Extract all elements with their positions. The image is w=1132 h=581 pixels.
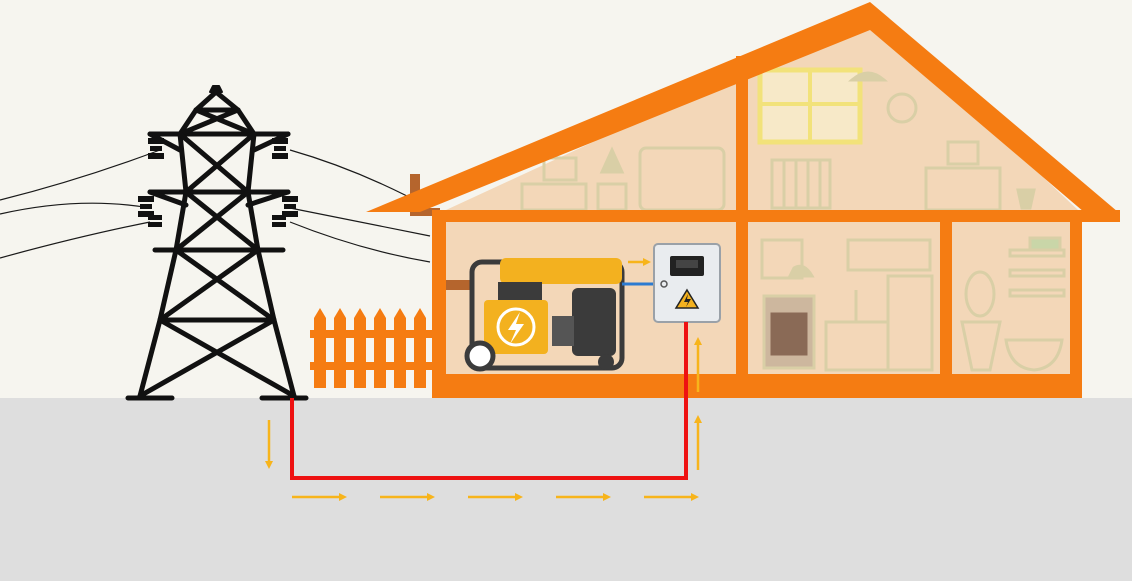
house-frame [366, 2, 1120, 398]
underground-cable [290, 322, 688, 480]
house [366, 2, 1120, 398]
overhead-power-lines [0, 149, 431, 263]
attic-furniture [520, 67, 1036, 212]
wooden-fence [310, 308, 438, 388]
portable-generator [464, 258, 654, 372]
ground-floor-furniture [760, 236, 1066, 372]
electrical-distribution-panel [653, 243, 721, 323]
transmission-tower-icon [125, 85, 309, 401]
lightning-bolt-icon [496, 307, 536, 347]
exhaust-pipe [410, 174, 474, 290]
ground [0, 398, 1132, 581]
power-flow-arrows [265, 258, 702, 501]
high-voltage-warning-icon [674, 288, 700, 309]
